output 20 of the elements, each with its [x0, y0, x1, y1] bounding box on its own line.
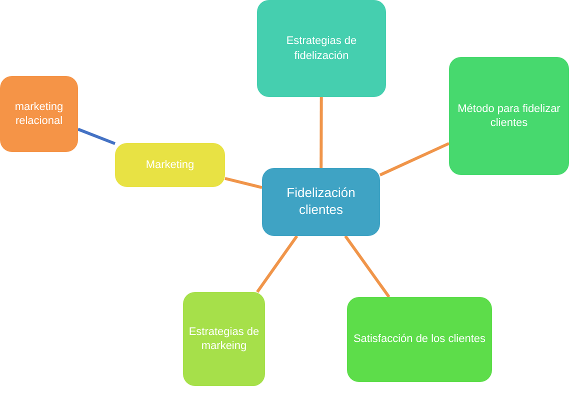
connector-line	[224, 177, 262, 189]
topic-box	[449, 57, 569, 175]
node-label: Método para fidelizar clientes	[456, 102, 562, 130]
topic-box	[183, 292, 265, 386]
node-label: Estrategias de fidelización	[285, 34, 358, 63]
node-label: Fidelización clientes	[286, 185, 356, 219]
topic-box	[347, 297, 492, 382]
node-label: Satisfacción de los clientes	[353, 332, 486, 347]
node-label: Marketing	[146, 158, 194, 172]
topic-box	[257, 0, 386, 97]
topic-box	[0, 76, 78, 152]
connector-line	[344, 235, 390, 298]
topic-box	[262, 168, 380, 236]
topic-box	[115, 143, 225, 187]
node-label: Estrategias de markeing	[188, 324, 260, 354]
connector-line	[379, 142, 450, 176]
connector-line	[77, 128, 116, 145]
node-label: marketing relacional	[14, 100, 64, 128]
connector-line	[256, 235, 298, 293]
connector-line	[320, 97, 323, 168]
